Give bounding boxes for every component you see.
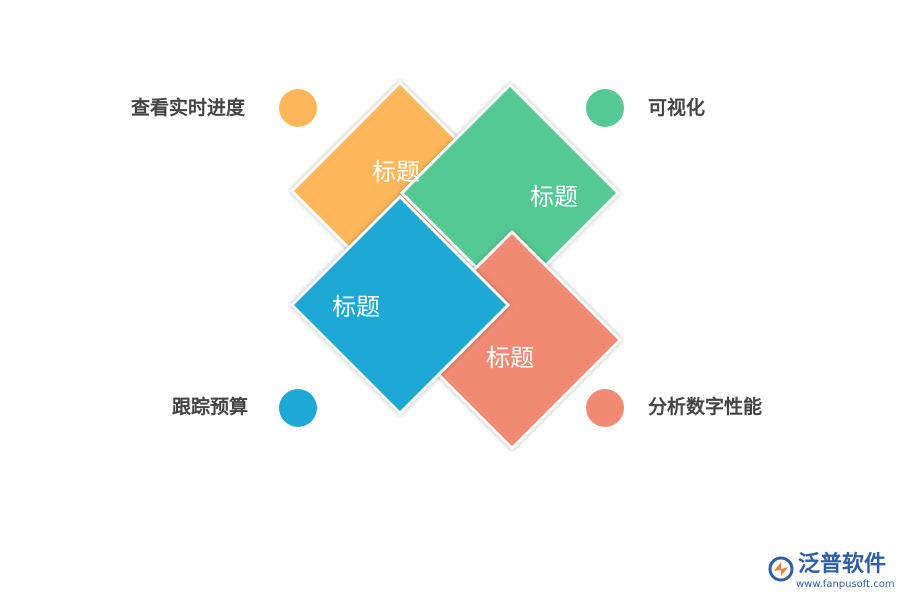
diamond-title-green: 标题 [530,183,578,211]
legend-dot-green [586,89,624,127]
diamond-title-yellow: 标题 [372,158,420,186]
label-realtime-progress: 查看实时进度 [131,97,246,119]
legend-dot-blue [279,389,317,427]
diamond-title-blue: 标题 [332,293,380,321]
brand-logo-icon [768,556,794,582]
brand-url: www.fanpusoft.com [796,579,895,590]
legend-dot-yellow [279,89,317,127]
brand-logo: 泛普软件 www.fanpusoft.com [768,552,895,596]
brand-name: 泛普软件 [798,552,887,577]
label-track-budget: 跟踪预算 [172,396,249,418]
diamond-title-coral: 标题 [486,344,534,372]
legend-dot-coral [586,389,624,427]
label-digital-performance: 分析数字性能 [648,396,763,418]
label-visualization: 可视化 [648,97,706,119]
